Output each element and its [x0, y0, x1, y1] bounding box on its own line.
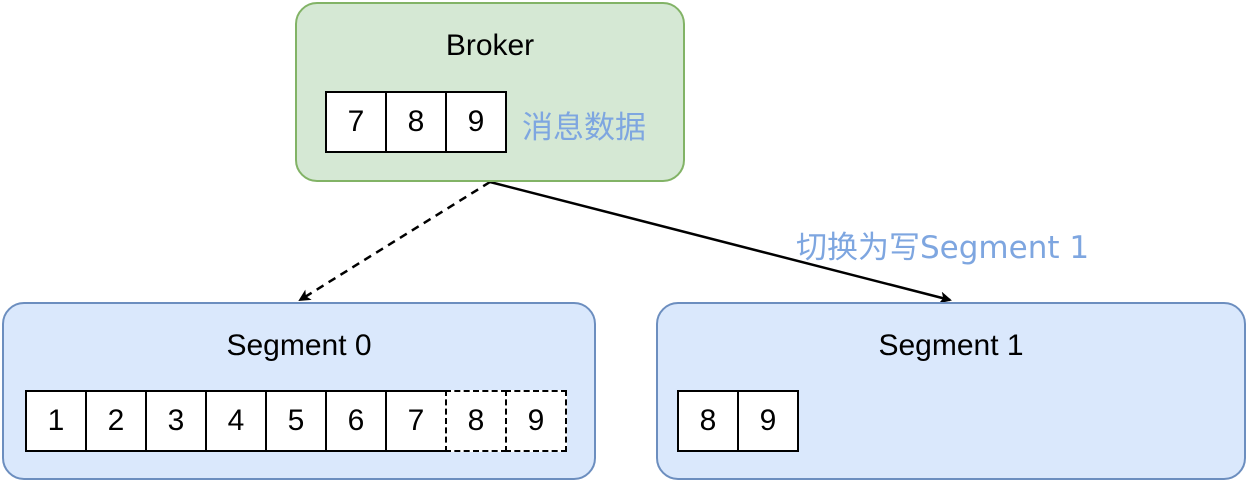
- broker-data-label: 消息数据: [522, 110, 646, 146]
- segment0-cell: 1: [25, 390, 87, 452]
- segment0-cell: 6: [325, 390, 387, 452]
- segment0-cell: 7: [385, 390, 447, 452]
- broker-title: Broker: [445, 29, 535, 62]
- broker-cell: 7: [325, 91, 387, 153]
- segment0-cell-pending: 8: [445, 390, 507, 452]
- segment0-cell: 4: [205, 390, 267, 452]
- segment0-cell-pending: 9: [505, 390, 567, 452]
- dashed-arrow-broker-to-segment0: [298, 180, 491, 302]
- segment0-cell: 3: [145, 390, 207, 452]
- solid-arrow-broker-to-segment1: [489, 180, 952, 304]
- segment1-title: Segment 1: [878, 329, 1024, 362]
- segment0-cell: 2: [85, 390, 147, 452]
- edge-label-switch: 切换为写Segment 1: [796, 230, 1090, 266]
- segment1-cell: 8: [677, 390, 739, 452]
- broker-cell: 9: [445, 91, 507, 153]
- segment0-cell: 5: [265, 390, 327, 452]
- segment1-cell: 9: [737, 390, 799, 452]
- segment0-title: Segment 0: [226, 329, 372, 362]
- broker-cell: 8: [385, 91, 447, 153]
